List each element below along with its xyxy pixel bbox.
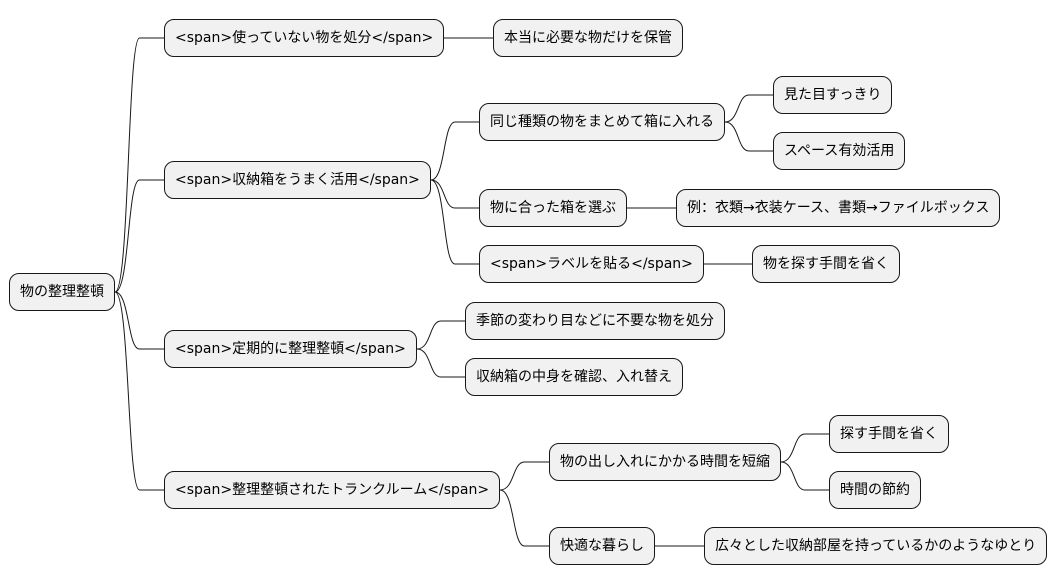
connector-sub-node-choose-box xyxy=(430,179,479,209)
connector-branch-node-regular-tidy xyxy=(114,291,164,350)
connector-sub-node-comfort xyxy=(499,489,549,547)
leaf-node-seasonal-dispose: 季節の変わり目などに不要な物を処分 xyxy=(465,302,725,340)
connector-branch-node-trunk-room xyxy=(114,291,164,491)
connector-leaf-node-save-search-2 xyxy=(780,433,829,463)
connector-sub-node-shorten-time xyxy=(499,461,549,491)
sub-node-group-items: 同じ種類の物をまとめて箱に入れる xyxy=(479,103,725,141)
branch-node-regular-tidy: <span>定期的に整理整頓</span> xyxy=(164,330,417,368)
leaf-node-box-examples: 例：衣類→衣装ケース、書類→ファイルボックス xyxy=(676,189,1001,227)
connector-leaf-node-save-time xyxy=(780,461,829,491)
connector-sub-node-group-items xyxy=(430,121,479,181)
sub-node-labels: <span>ラベルを貼る</span> xyxy=(479,245,704,283)
leaf-node-keep-essentials: 本当に必要な物だけを保管 xyxy=(493,19,683,57)
connector-leaf-node-space-use xyxy=(724,121,773,152)
sub-node-shorten-time: 物の出し入れにかかる時間を短縮 xyxy=(549,443,781,481)
leaf-node-check-contents: 収納箱の中身を確認、入れ替え xyxy=(465,358,683,396)
connector-leaf-node-check-contents xyxy=(416,348,465,378)
connector-branch-node-storage-boxes xyxy=(114,179,164,293)
branch-node-storage-boxes: <span>収納箱をうまく活用</span> xyxy=(164,161,431,199)
connector-branch-node-dispose xyxy=(114,37,164,293)
branch-node-trunk-room: <span>整理整頓されたトランクルーム</span> xyxy=(164,471,501,509)
branch-node-dispose: <span>使っていない物を処分</span> xyxy=(164,19,445,57)
leaf-node-save-time: 時間の節約 xyxy=(829,471,921,509)
connector-leaf-node-tidy-look xyxy=(724,94,773,123)
connector-sub-node-labels xyxy=(430,179,479,265)
leaf-node-spacious-feel: 広々とした収納部屋を持っているかのようなゆとり xyxy=(704,527,1048,565)
leaf-node-save-search-2: 探す手間を省く xyxy=(829,415,949,453)
leaf-node-space-use: スペース有効活用 xyxy=(773,132,906,170)
leaf-node-tidy-look: 見た目すっきり xyxy=(773,76,893,114)
sub-node-choose-box: 物に合った箱を選ぶ xyxy=(479,189,627,227)
connector-leaf-node-seasonal-dispose xyxy=(416,320,465,350)
root-node: 物の整理整頓 xyxy=(9,273,115,311)
sub-node-comfort: 快適な暮らし xyxy=(549,527,655,565)
leaf-node-save-search: 物を探す手間を省く xyxy=(752,245,900,283)
